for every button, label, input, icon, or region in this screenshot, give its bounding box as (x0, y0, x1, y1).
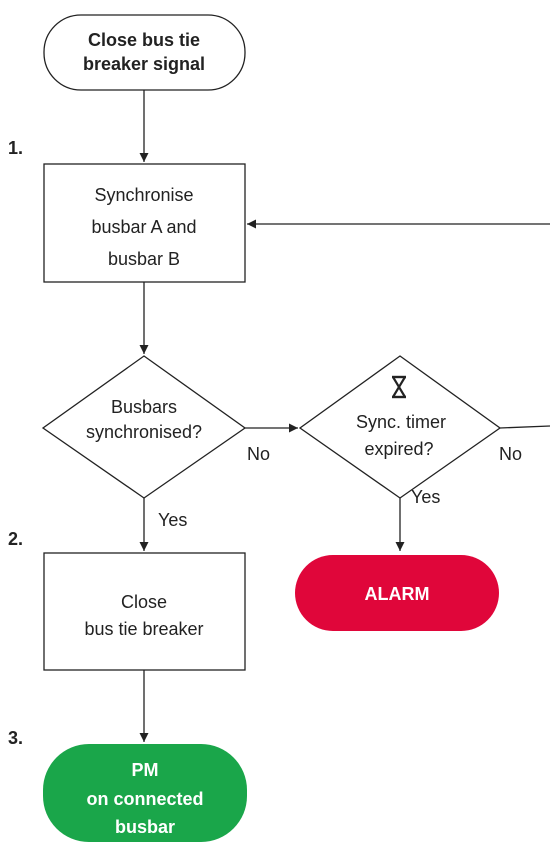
decision-timer-yes-label: Yes (411, 487, 440, 507)
decision-sync-line2: synchronised? (86, 422, 202, 442)
decision-timer-line1: Sync. timer (356, 412, 446, 432)
step1-line2: busbar A and (91, 217, 196, 237)
line-timer-no-out (499, 425, 550, 429)
step2-line2: bus tie breaker (84, 619, 203, 639)
alarm-label: ALARM (365, 584, 430, 604)
decision-timer-no-label: No (499, 444, 522, 464)
start-terminal-line2: breaker signal (83, 54, 205, 74)
step1-line3: busbar B (108, 249, 180, 269)
end-terminal-pm: PM on connected busbar (43, 744, 247, 842)
start-terminal-line1: Close bus tie (88, 30, 200, 50)
step1-number: 1. (8, 138, 23, 158)
step2-number: 2. (8, 529, 23, 549)
decision-busbars-synchronised: Busbars synchronised? (41, 355, 247, 499)
step3-number: 3. (8, 728, 23, 748)
end-line1: PM (132, 760, 159, 780)
decision-sync-line1: Busbars (111, 397, 177, 417)
alarm-terminal-shape (295, 555, 499, 631)
decision-sync-timer-expired: Sync. timer expired? (298, 355, 502, 499)
step1-line1: Synchronise (94, 185, 193, 205)
decision-timer-line2: expired? (364, 439, 433, 459)
hourglass-icon (392, 375, 406, 399)
decision-sync-yes-label: Yes (158, 510, 187, 530)
step2-process-box: Close bus tie breaker (43, 552, 246, 671)
step2-line1: Close (121, 592, 167, 612)
alarm-terminal: ALARM (295, 555, 499, 631)
end-line3: busbar (115, 817, 175, 837)
decision-sync-no-label: No (247, 444, 270, 464)
step1-process-box: Synchronise busbar A and busbar B (43, 163, 246, 283)
end-line2: on connected (86, 789, 203, 809)
start-terminal: Close bus tie breaker signal (43, 14, 246, 91)
end-terminal-shape (43, 744, 247, 842)
